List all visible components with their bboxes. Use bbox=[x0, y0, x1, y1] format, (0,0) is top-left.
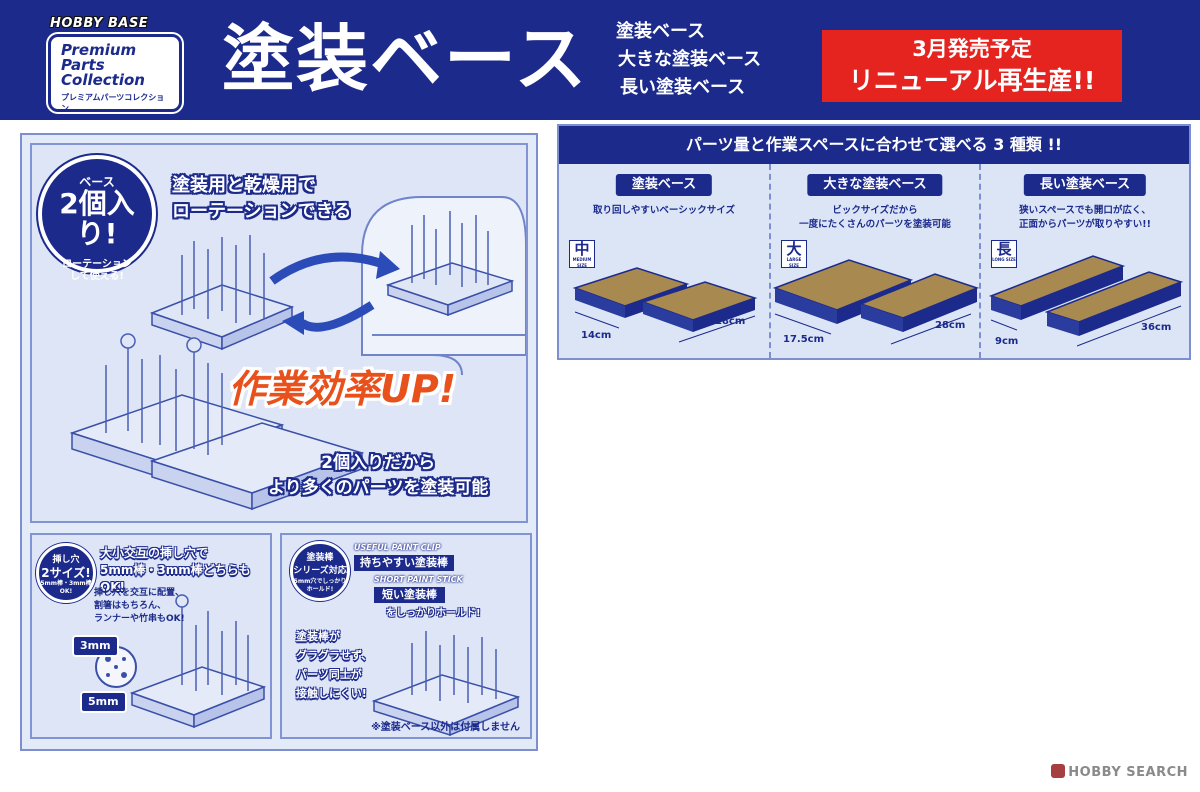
width-label: 17.5cm bbox=[783, 334, 825, 345]
size-kanji: 中 bbox=[574, 240, 590, 258]
clip-jp-label: 持ちやすい塗装棒 bbox=[354, 555, 454, 571]
brand-logo: HOBBY BASE bbox=[50, 16, 149, 31]
release-notice: 3月発売予定 リニューアル再生産!! bbox=[822, 30, 1122, 102]
efficiency-headline: 作業効率UP! bbox=[228, 367, 457, 411]
series-logo: Premium Parts Collection プレミアムパーツコレクション bbox=[48, 34, 182, 113]
width-label: 14cm bbox=[581, 330, 612, 341]
desc-line: 割箸はもちろん、 bbox=[94, 601, 167, 611]
disclaimer: ※塗装ベース以外は付属しません bbox=[371, 722, 520, 733]
rotation-illustration bbox=[69, 196, 526, 511]
product-title: 塗装ベース bbox=[222, 17, 589, 101]
desc-line: 正面からパーツが取りやすい!! bbox=[1019, 219, 1151, 230]
comparison-header: パーツ量と作業スペースに合わせて選べる 3 種類 !! bbox=[559, 126, 1189, 164]
variant-item: 長い塗装ベース bbox=[620, 77, 746, 98]
badge-line: 挿し穴 bbox=[52, 555, 80, 565]
watermark-text: HOBBY SEARCH bbox=[1068, 765, 1188, 780]
variant-list: 塗装ベース 大きな塗装ベース 長い塗装ベース bbox=[616, 18, 761, 102]
desc-line: 狭いスペースでも開口が広く、 bbox=[1019, 205, 1151, 216]
size-mark: 大 LARGE SIZE bbox=[781, 240, 807, 268]
badge-line: 2個入り! bbox=[59, 187, 135, 250]
two-pack-badge: ベース 2個入り! ローテーション して使える! bbox=[38, 155, 156, 282]
caption-line: より多くのパーツを塗装可能 bbox=[268, 478, 489, 498]
stick-illustration bbox=[371, 631, 521, 737]
caption-line: ローテーションできる bbox=[172, 201, 352, 222]
watermark: HOBBY SEARCH bbox=[1051, 764, 1188, 780]
badge-line: ローテーション bbox=[62, 259, 132, 270]
column-desc: 狭いスペースでも開口が広く、 正面からパーツが取りやすい!! bbox=[981, 204, 1189, 232]
size-5mm-tag: 5mm bbox=[80, 691, 127, 713]
variant-item: 塗装ベース bbox=[616, 21, 706, 42]
size-column-medium: 塗装ベース 取り回しやすいベーシックサイズ 中 MEDIUM SIZE 14cm… bbox=[559, 164, 769, 358]
column-title: 塗装ベース bbox=[615, 174, 713, 196]
variant-item: 大きな塗装ベース bbox=[618, 49, 762, 70]
badge-line: して使える! bbox=[70, 271, 124, 282]
size-column-long: 長い塗装ベース 狭いスペースでも開口が広く、 正面からパーツが取りやすい!! 長… bbox=[979, 164, 1189, 358]
series-word: Collection bbox=[61, 71, 145, 89]
size-en: MEDIUM SIZE bbox=[572, 257, 592, 268]
badge-line: 2サイズ! bbox=[41, 566, 91, 580]
title-line: 大小交互の挿し穴で bbox=[100, 546, 209, 560]
size-en: LARGE SIZE bbox=[786, 257, 802, 268]
stick-jp-label: 短い塗装棒 bbox=[374, 587, 445, 603]
hold-caption: をしっかりホールド! bbox=[386, 608, 481, 619]
hole-size-badge: 挿し穴 2サイズ! 5mm棒・3mm棒 OK! bbox=[36, 543, 96, 603]
size-en: LONG SIZE bbox=[992, 257, 1016, 262]
size-kanji: 大 bbox=[786, 240, 802, 258]
size-mark: 中 MEDIUM SIZE bbox=[569, 240, 595, 268]
hole-size-feature: 挿し穴 2サイズ! 5mm棒・3mm棒 OK! 大小交互の挿し穴で 5mm棒・3… bbox=[30, 533, 272, 739]
size-comparison-panel: パーツ量と作業スペースに合わせて選べる 3 種類 !! 塗装ベース 取り回しやす… bbox=[557, 124, 1191, 360]
desc-line: パーツ同士が bbox=[296, 668, 362, 681]
series-kana: プレミアムパーツコレクション bbox=[61, 93, 165, 113]
caption-line: 塗装用と乾燥用で bbox=[172, 175, 316, 196]
long-base-illustration bbox=[988, 255, 1184, 347]
hobby-search-icon bbox=[1051, 764, 1066, 778]
badge-line: 塗装棒 bbox=[306, 553, 334, 563]
title-line: 5mm棒・3mm棒どちらもOK! bbox=[100, 563, 251, 594]
stick-en-label: SHORT PAINT STICK bbox=[374, 575, 463, 584]
desc-line: 取り回しやすいベーシックサイズ bbox=[593, 205, 735, 216]
medium-base-illustration bbox=[572, 267, 758, 343]
hole-size-desc: 挿し穴を交互に配置、 割箸はもちろん、 ランナーや竹串もOK! bbox=[94, 587, 185, 626]
length-label: 36cm bbox=[1141, 322, 1172, 333]
desc-line: ランナーや竹串もOK! bbox=[94, 614, 185, 624]
size-mark: 長 LONG SIZE bbox=[991, 240, 1017, 268]
desc-line: グラグラせず、 bbox=[296, 649, 373, 662]
series-word: Parts bbox=[61, 56, 105, 74]
feature-panel: ベース 2個入り! ローテーション して使える! 塗装用と乾燥用で ローテーショ… bbox=[20, 133, 538, 751]
badge-line: シリーズ対応 bbox=[293, 566, 347, 576]
length-label: 28cm bbox=[935, 320, 966, 331]
rotation-feature: ベース 2個入り! ローテーション して使える! 塗装用と乾燥用で ローテーショ… bbox=[30, 143, 528, 523]
width-label: 9cm bbox=[995, 336, 1019, 347]
hole-illustration bbox=[95, 594, 267, 729]
column-desc: ビックサイズだから 一度にたくさんのパーツを塗装可能 bbox=[771, 204, 979, 232]
release-status: リニューアル再生産!! bbox=[848, 66, 1096, 95]
series-word: Premium bbox=[61, 41, 137, 59]
paint-stick-feature: 塗装棒 シリーズ対応 5mm穴でしっかりホールド! USEFUL PAINT C… bbox=[280, 533, 532, 739]
desc-line: 一度にたくさんのパーツを塗装可能 bbox=[799, 219, 951, 230]
badge-line: 5mm穴でしっかりホールド! bbox=[293, 578, 347, 593]
stick-series-badge: 塗装棒 シリーズ対応 5mm穴でしっかりホールド! bbox=[290, 541, 350, 601]
length-label: 18cm bbox=[715, 316, 746, 327]
desc-line: 塗装棒が bbox=[296, 630, 340, 643]
desc-line: ビックサイズだから bbox=[832, 205, 918, 216]
rotation-caption: 塗装用と乾燥用で ローテーションできる bbox=[172, 173, 351, 225]
more-parts-caption: 2個入りだから より多くのパーツを塗装可能 bbox=[268, 451, 488, 501]
desc-line: 挿し穴を交互に配置、 bbox=[94, 588, 185, 598]
size-kanji: 長 bbox=[996, 240, 1012, 258]
release-date: 3月発売予定 bbox=[912, 37, 1032, 61]
desc-line: 接触しにくい! bbox=[296, 687, 367, 700]
stick-desc: 塗装棒が グラグラせず、 パーツ同士が 接触しにくい! bbox=[296, 627, 372, 703]
badge-line: ベース bbox=[79, 175, 115, 189]
size-3mm-tag: 3mm bbox=[72, 635, 119, 657]
clip-en-label: USEFUL PAINT CLIP bbox=[354, 543, 441, 552]
badge-line: 5mm棒・3mm棒 OK! bbox=[40, 580, 92, 595]
size-column-large: 大きな塗装ベース ビックサイズだから 一度にたくさんのパーツを塗装可能 大 LA… bbox=[769, 164, 980, 358]
column-title: 大きな塗装ベース bbox=[807, 174, 943, 196]
hole-size-title: 大小交互の挿し穴で 5mm棒・3mm棒どちらもOK! bbox=[100, 545, 270, 596]
column-title: 長い塗装ベース bbox=[1023, 174, 1147, 196]
header-banner: HOBBY BASE Premium Parts Collection プレミア… bbox=[0, 0, 1200, 120]
caption-line: 2個入りだから bbox=[321, 453, 436, 473]
column-desc: 取り回しやすいベーシックサイズ bbox=[559, 204, 769, 218]
large-base-illustration bbox=[772, 259, 980, 345]
